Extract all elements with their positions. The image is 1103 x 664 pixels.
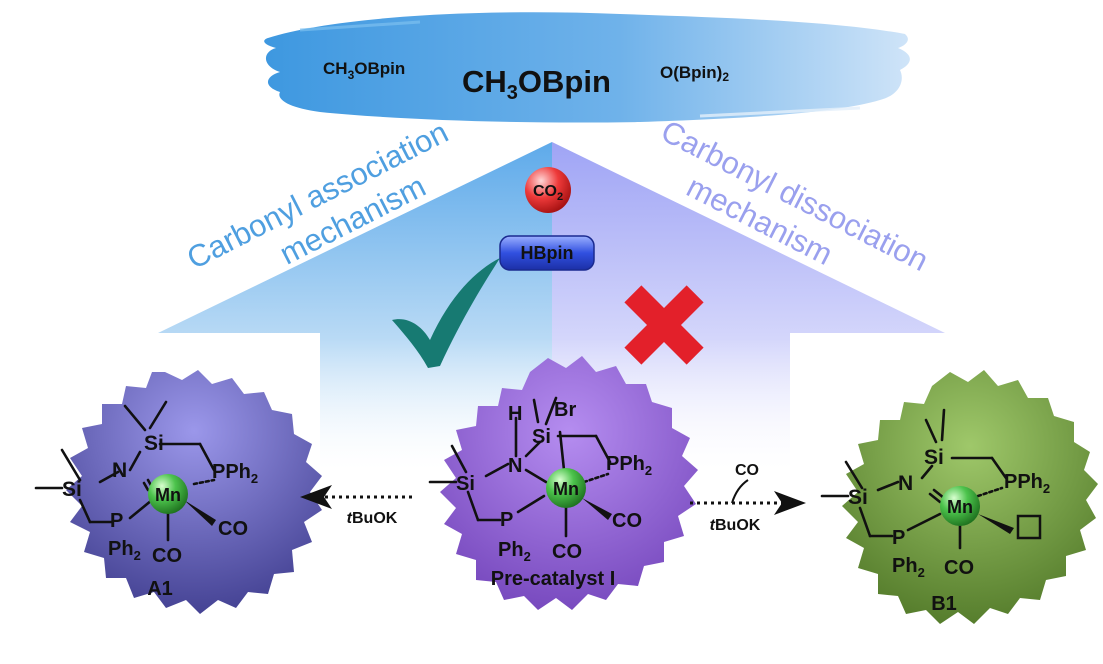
a1-disk [66, 370, 322, 614]
b1-si-left: Si [848, 486, 868, 509]
banner-right-product: O(Bpin)2 [660, 63, 729, 84]
banner-left-product: CH3OBpin [323, 59, 405, 82]
left-conversion-arrow: tBuOK [300, 485, 412, 527]
precat-co-right: CO [612, 510, 642, 532]
precat-si-left: Si [456, 473, 475, 495]
precatalyst-label: Pre-catalyst I [491, 568, 616, 590]
co2-label: CO2 [533, 183, 563, 203]
precat-pph2: PPh2 [606, 453, 652, 478]
b1-mn: Mn [947, 497, 973, 517]
precat-ph2: Ph2 [498, 539, 531, 564]
precat-mn-ball [546, 468, 586, 508]
right-conversion-arrow: CO tBuOK [690, 462, 806, 534]
a1-ph2: Ph2 [108, 538, 141, 563]
right-arrow-byproduct: CO [735, 462, 759, 479]
product-banner [264, 12, 910, 123]
a1-co-right: CO [218, 518, 248, 540]
a1-si-top: Si [144, 432, 164, 455]
a1-n: N [112, 459, 127, 482]
a1-label: A1 [147, 578, 173, 600]
precat-br: Br [554, 399, 576, 421]
precat-p: P [500, 509, 513, 531]
mechanism-arrow [158, 142, 945, 470]
a1-si-left: Si [62, 478, 82, 501]
left-arrow-reagent: tBuOK [347, 510, 398, 527]
banner-center-product: CH3OBpin [462, 64, 611, 104]
a1-pph2: PPh2 [212, 461, 258, 486]
precat-n: N [508, 455, 522, 477]
right-arrow-reagent: tBuOK [710, 517, 761, 534]
a1-co-bottom: CO [152, 545, 182, 567]
a1-p: P [110, 510, 123, 532]
association-panel [158, 142, 552, 470]
hbpin-reagent: HBpin [499, 235, 595, 271]
b1-pph2: PPh2 [1004, 471, 1050, 496]
dissociation-panel [552, 142, 945, 470]
check-icon [392, 258, 500, 368]
b1-co-bottom: CO [944, 557, 974, 579]
precat-co-bottom: CO [552, 541, 582, 563]
b1-p: P [892, 527, 905, 549]
b1-n: N [898, 472, 913, 495]
b1-mn-ball [940, 486, 980, 526]
complex-b1: Si N Si PPh2 P Ph2 CO Mn B1 [820, 408, 1050, 615]
cross-icon [624, 285, 704, 365]
precat-mn: Mn [553, 479, 579, 499]
complex-precatalyst: H Br Si N Si PPh2 P Ph2 CO CO Mn Pre-cat… [428, 396, 652, 590]
complex-a1: Si N Si PPh2 P Ph2 CO CO Mn A1 [34, 400, 258, 600]
a1-mn-ball [148, 474, 188, 514]
a1-mn: Mn [155, 485, 181, 505]
hbpin-label: HBpin [521, 243, 574, 263]
b1-si-top: Si [924, 446, 944, 469]
precat-si-top: Si [532, 426, 551, 448]
b1-label: B1 [931, 593, 957, 615]
b1-vacant-site [1016, 514, 1042, 540]
precat-h: H [508, 403, 522, 425]
co2-reagent: CO2 [525, 167, 571, 213]
